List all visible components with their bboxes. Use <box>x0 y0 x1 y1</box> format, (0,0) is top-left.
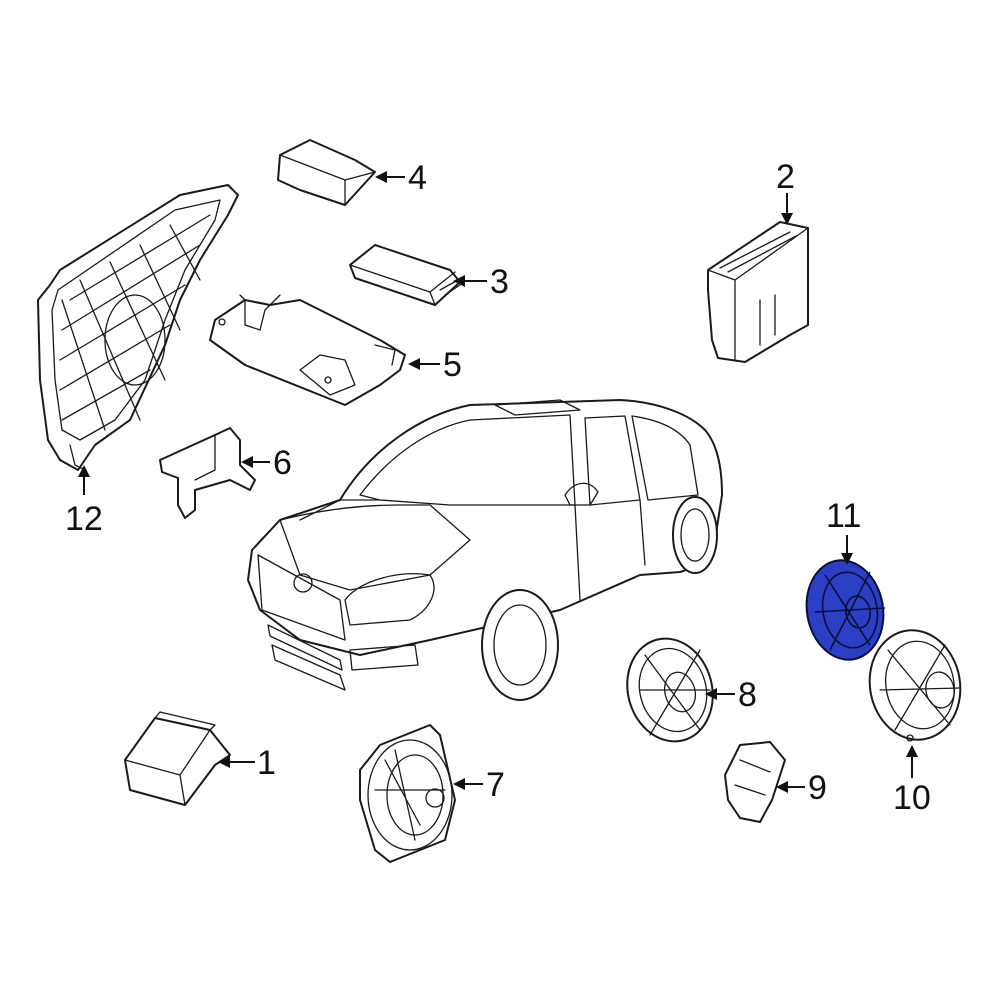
part-1-amplifier[interactable] <box>124 711 231 806</box>
part-7-speaker[interactable] <box>359 724 456 863</box>
callout-labels: 1 2 3 4 5 6 7 8 9 10 11 12 <box>65 158 931 817</box>
vehicle-outline <box>247 399 723 701</box>
part-2-control-unit[interactable] <box>707 221 809 363</box>
callout-12: 12 <box>65 500 103 538</box>
part-8-speaker[interactable] <box>616 629 724 751</box>
callout-5: 5 <box>443 346 462 384</box>
callout-4: 4 <box>408 159 427 197</box>
part-3-module[interactable] <box>349 244 461 306</box>
part-6-bracket[interactable] <box>159 427 256 519</box>
part-11-speaker-highlighted[interactable] <box>799 554 891 666</box>
part-12-speaker-grille-panel[interactable] <box>37 184 239 471</box>
callout-arrows <box>78 171 918 793</box>
callout-2: 2 <box>776 158 795 196</box>
part-9-clip[interactable] <box>724 741 786 823</box>
callout-1: 1 <box>257 744 276 782</box>
callout-11: 11 <box>826 497 861 535</box>
callout-6: 6 <box>273 444 292 482</box>
part-4-cover[interactable] <box>277 139 376 206</box>
callout-9: 9 <box>808 769 827 807</box>
part-5-mounting-bracket[interactable] <box>209 294 406 406</box>
callout-3: 3 <box>490 263 509 301</box>
callout-7: 7 <box>486 766 505 804</box>
part-10-speaker[interactable] <box>861 623 969 747</box>
callout-8: 8 <box>738 676 757 714</box>
callout-10: 10 <box>893 779 931 817</box>
